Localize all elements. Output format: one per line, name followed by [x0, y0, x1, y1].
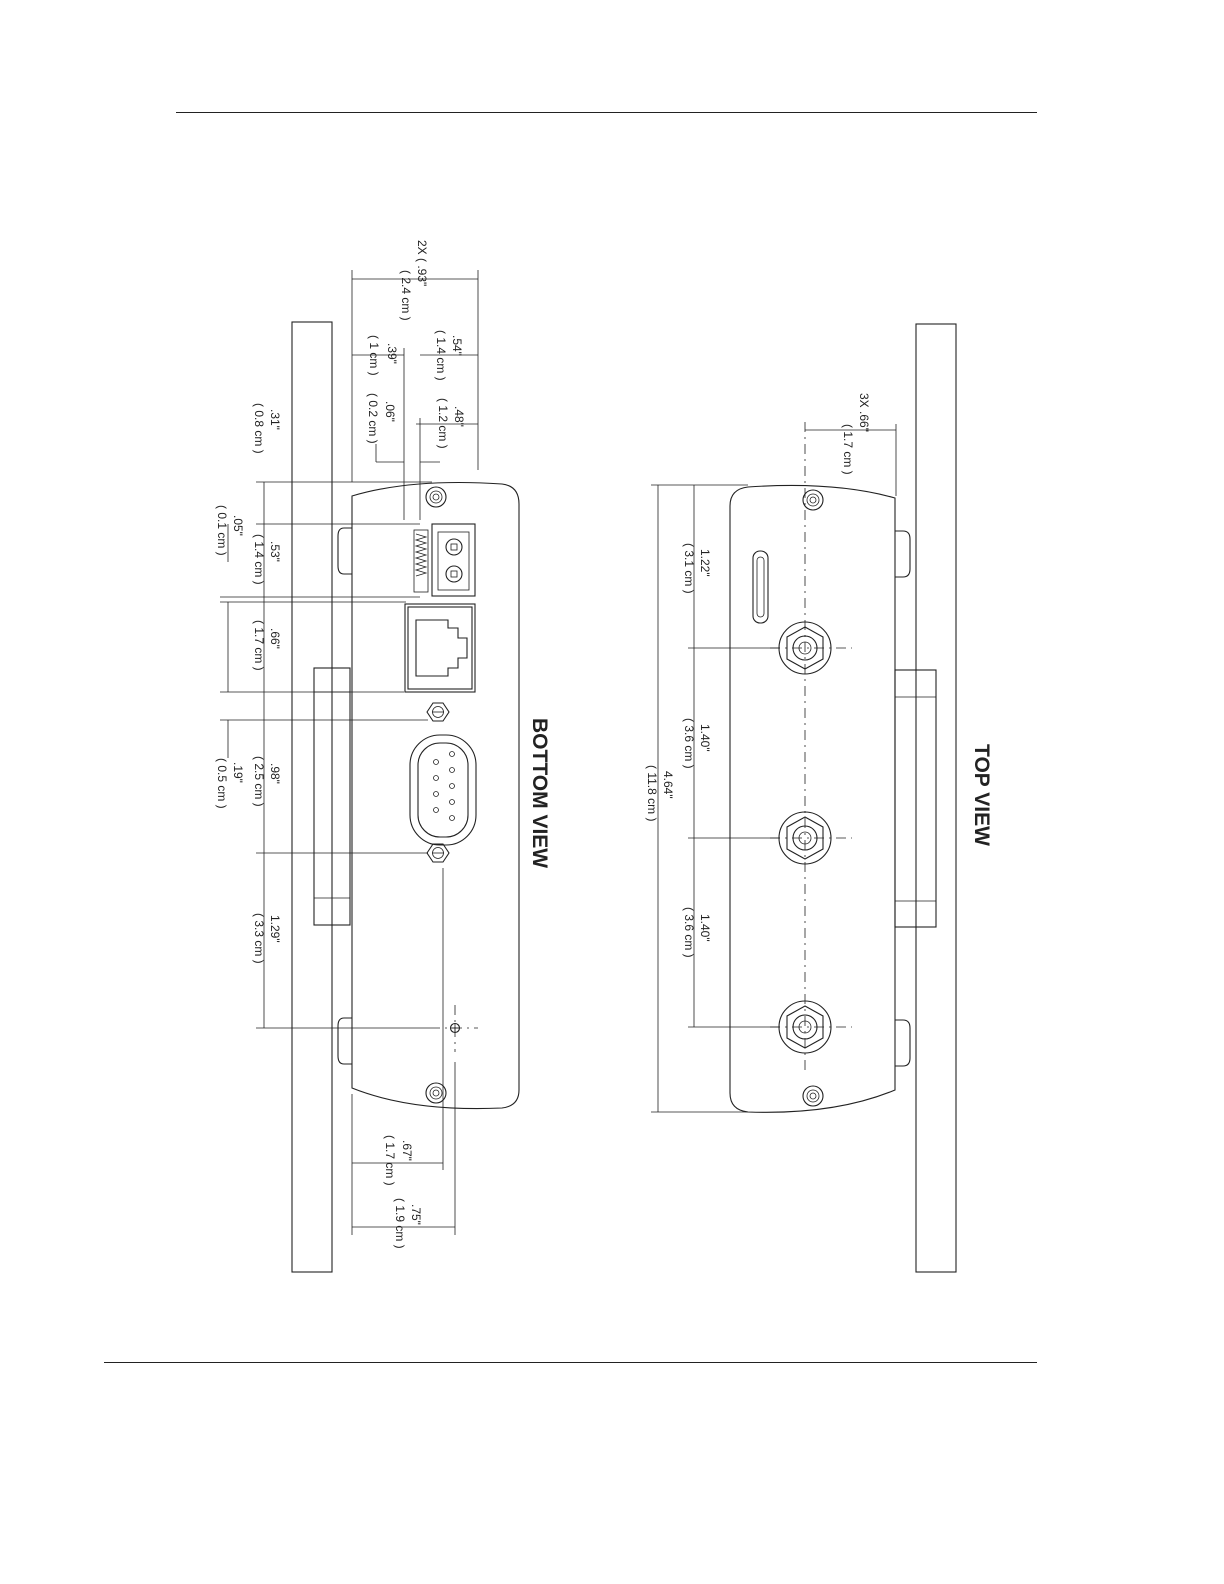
dim-label: ( 3.6 cm ) [682, 718, 696, 769]
housing-outline [729, 484, 896, 1113]
dim-label: 1.29" [268, 915, 282, 943]
screw-icon [425, 486, 447, 508]
hex-nut-icon [426, 702, 450, 722]
dim-label: ( 0.1 cm ) [215, 505, 229, 556]
dim-label: 1.22" [698, 549, 712, 577]
screw-icon [802, 489, 824, 511]
dim-label: ( 1.9 cm ) [393, 1198, 407, 1249]
dim-label: ( 1.7 cm ) [841, 424, 855, 475]
mount-tab [895, 1019, 911, 1067]
dim-label: ( 3.3 cm ) [252, 913, 266, 964]
mount-tab [895, 530, 911, 578]
hex-nut-icon [426, 843, 450, 863]
dim-label: .05" [231, 515, 245, 536]
dim-label: ( 0.8 cm ) [252, 403, 266, 454]
dim-label: ( 2.5 cm ) [252, 756, 266, 807]
dim-label: .39" [385, 343, 399, 364]
dim-label: ( 1.4 cm ) [252, 534, 266, 585]
din-rail [915, 323, 957, 1273]
dim-label: ( 2.4 cm ) [399, 270, 413, 321]
dim-label: .54" [450, 335, 464, 356]
dim-label: 1.40" [698, 914, 712, 942]
dim-label: ( 1 cm ) [367, 335, 381, 376]
din-clip [313, 667, 351, 926]
dim-label: ( 3.6 cm ) [682, 907, 696, 958]
dim-label: ( 0.2 cm ) [366, 393, 380, 444]
dim-label: .98" [268, 763, 282, 784]
dim-label: ( 1.7 cm ) [252, 620, 266, 671]
bottom-view: 2X ( .93" ( 2.4 cm ) .54" ( 1.4 cm ) .39… [215, 240, 551, 1273]
top-view: 3X .66" ( 1.7 cm ) 1.22" ( 3.1 cm ) 1.40… [645, 323, 993, 1273]
dim-label: ( 0.5 cm ) [215, 758, 229, 809]
dim-label: .48" [452, 406, 466, 427]
db9-serial-port [409, 734, 477, 846]
footer-rule [104, 1362, 1037, 1363]
housing-outline [351, 481, 520, 1110]
mount-tab [337, 527, 352, 575]
dim-label: .66" [268, 628, 282, 649]
screw-icon [425, 1082, 447, 1104]
top-view-title: TOP VIEW [970, 744, 993, 846]
dim-label: 2X ( .93" [415, 240, 429, 286]
dim-label: ( 3.1 cm ) [682, 543, 696, 594]
dim-label: 1.40" [698, 724, 712, 752]
dim-label: ( 1.2 cm ) [436, 398, 450, 449]
dim-label: ( 11.8 cm ) [645, 765, 659, 821]
din-rail [291, 321, 333, 1273]
dim-label: .06" [383, 401, 397, 422]
screw-icon [802, 1085, 824, 1107]
dim-label: 3X .66" [857, 393, 871, 432]
dim-label: .67" [400, 1140, 414, 1161]
dim-label: .31" [268, 409, 282, 430]
power-terminal-block [413, 523, 476, 597]
dim-label: 4.64" [661, 771, 675, 799]
dim-label: ( 1.4 cm ) [434, 330, 448, 381]
header-rule [176, 112, 1037, 113]
bottom-view-title: BOTTOM VIEW [528, 718, 551, 868]
dim-label: .75" [409, 1204, 423, 1225]
dim-label: ( 1.7 cm ) [383, 1135, 397, 1186]
dim-label: .19" [231, 762, 245, 783]
sim-slot [752, 550, 769, 624]
rj45-port [404, 603, 476, 693]
dim-label: .53" [268, 541, 282, 562]
mount-tab [337, 1017, 352, 1065]
